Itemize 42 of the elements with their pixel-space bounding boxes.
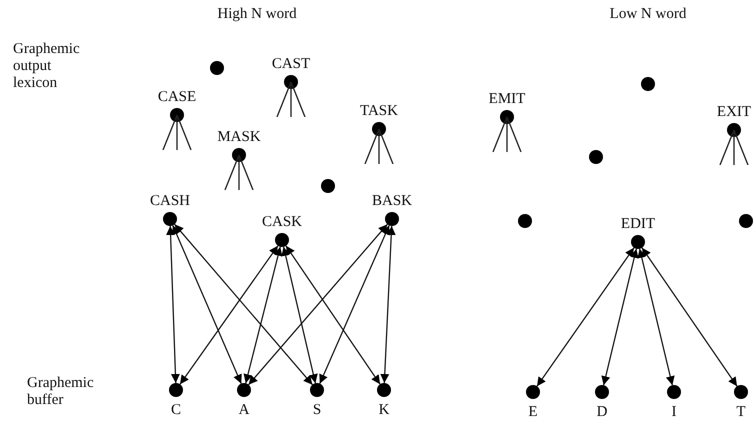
arrow <box>601 248 639 386</box>
word-label: EMIT <box>488 91 526 108</box>
word-label: D <box>596 404 608 421</box>
word-label: CASK <box>262 214 302 231</box>
word-label: CASE <box>158 89 196 106</box>
dot-icon <box>321 179 335 193</box>
word-label: CAST <box>272 56 310 73</box>
word-label: EXIT <box>716 104 752 121</box>
word-label: CASH <box>150 193 190 210</box>
arrow <box>172 225 242 384</box>
dot-icon <box>739 214 753 228</box>
row-label: Graphemic output lexicon <box>13 41 81 92</box>
arrow <box>380 226 396 384</box>
panel-heading: Low N word <box>608 6 688 23</box>
word-label: I <box>672 404 676 421</box>
arrow <box>244 246 282 384</box>
word-label: TASK <box>360 103 398 120</box>
dot-icon <box>518 214 532 228</box>
dot-icon <box>589 150 603 164</box>
arrow <box>637 248 675 386</box>
word-label: T <box>736 404 746 421</box>
arrow <box>281 246 318 384</box>
arrow <box>319 225 390 384</box>
word-label: EDIT <box>620 216 656 233</box>
arrow <box>641 247 738 387</box>
arrow <box>248 224 388 386</box>
word-label: K <box>378 402 390 419</box>
dot-icon <box>210 61 224 75</box>
word-label: BASK <box>372 193 412 210</box>
dot-icon <box>641 77 655 91</box>
word-label: MASK <box>217 129 261 146</box>
panel-heading: High N word <box>216 6 298 23</box>
word-label: S <box>312 402 322 419</box>
arrow <box>285 245 381 385</box>
arrow <box>536 247 634 387</box>
arrow <box>174 224 313 386</box>
arrow <box>166 226 180 384</box>
word-label: E <box>528 404 538 421</box>
arrow <box>180 245 278 385</box>
word-label: C <box>170 402 181 419</box>
row-label: Graphemic buffer <box>27 375 95 409</box>
word-label: A <box>238 402 250 419</box>
